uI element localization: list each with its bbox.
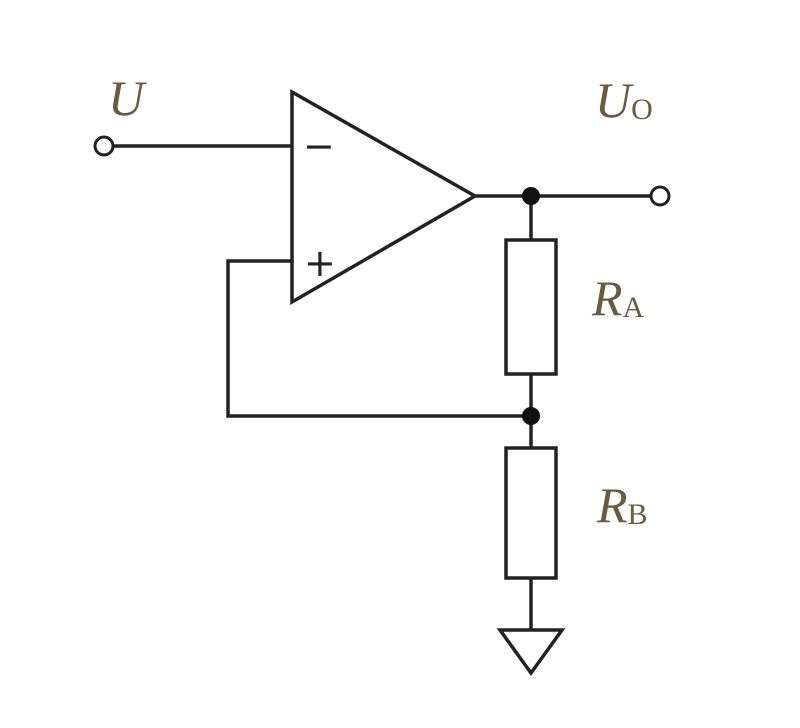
ra-label-sub: A bbox=[623, 291, 645, 324]
inverting-input-sign: − bbox=[303, 124, 335, 168]
output-terminal bbox=[649, 185, 671, 207]
ra-label-main: R bbox=[591, 270, 623, 326]
input-label-main: U bbox=[108, 70, 147, 126]
rb-label-sub: B bbox=[628, 498, 648, 531]
rb-label-main: R bbox=[596, 477, 628, 533]
op-amp bbox=[290, 88, 479, 306]
output-label-sub: O bbox=[631, 93, 653, 126]
resistor-ra bbox=[504, 238, 558, 376]
input-label: U bbox=[108, 70, 147, 126]
output-junction-dot bbox=[522, 187, 540, 205]
feedback-wire bbox=[226, 259, 533, 418]
rb-label: RB bbox=[596, 477, 648, 533]
input-terminal bbox=[93, 135, 115, 157]
resistor-rb bbox=[504, 446, 558, 580]
output-label: UO bbox=[595, 72, 653, 128]
noninverting-input-sign: + bbox=[304, 241, 336, 285]
ra-label: RA bbox=[591, 270, 645, 326]
output-label-main: U bbox=[595, 72, 634, 128]
ground-icon bbox=[496, 628, 566, 676]
divider-junction-dot bbox=[522, 407, 540, 425]
